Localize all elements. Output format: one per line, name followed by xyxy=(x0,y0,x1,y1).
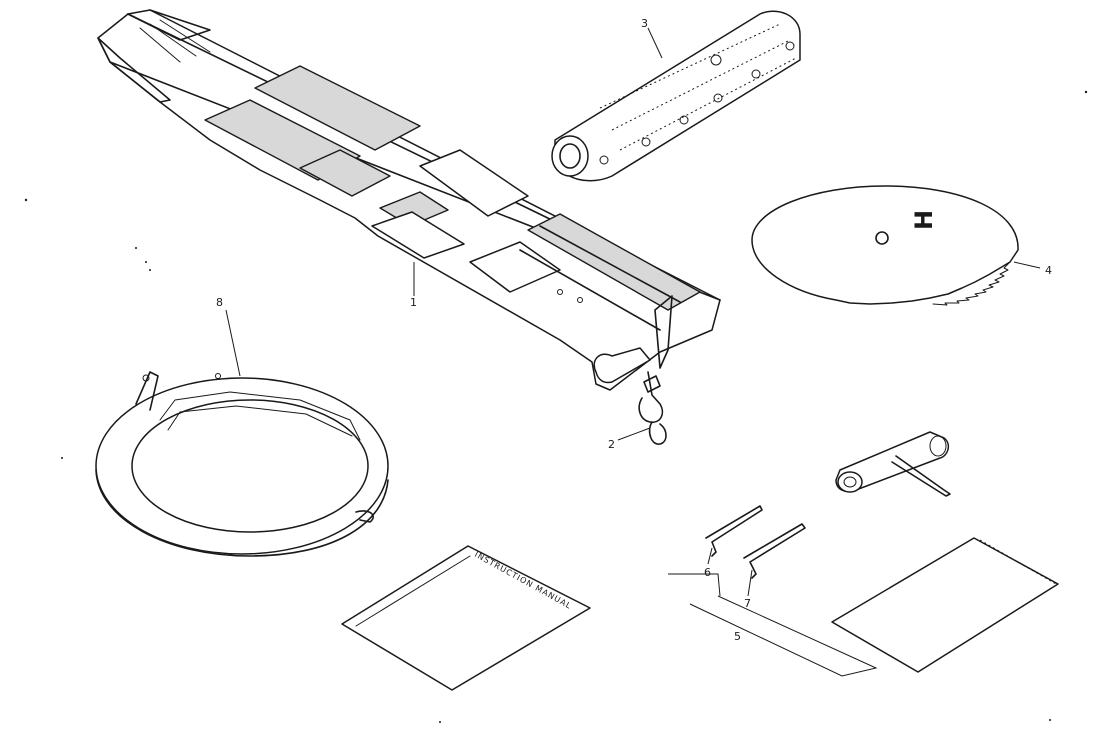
callout-1: 1 xyxy=(410,296,417,309)
handle-housing xyxy=(551,10,801,182)
callouts: 3 1 2 4 8 6 7 5 xyxy=(216,17,1052,643)
hex-key-set xyxy=(668,505,878,677)
blank-sheet xyxy=(831,537,1059,673)
ring-guard xyxy=(95,371,389,557)
scan-specks xyxy=(24,90,1088,723)
callout-6: 6 xyxy=(704,566,711,579)
socket-wrench xyxy=(835,431,951,497)
callout-7: 7 xyxy=(744,597,751,610)
instruction-manual: INSTRUCTION MANUAL xyxy=(341,545,591,691)
callout-8: 8 xyxy=(216,296,223,309)
callout-3: 3 xyxy=(641,17,648,30)
guide-bar-assembly xyxy=(97,9,721,391)
blade-marking: H xyxy=(910,210,938,230)
callout-leaders xyxy=(225,27,1041,597)
callout-2: 2 xyxy=(608,438,615,451)
saw-blade: H xyxy=(751,185,1019,306)
callout-4: 4 xyxy=(1045,264,1052,277)
callout-5: 5 xyxy=(734,630,741,643)
hook-clip xyxy=(638,371,667,445)
